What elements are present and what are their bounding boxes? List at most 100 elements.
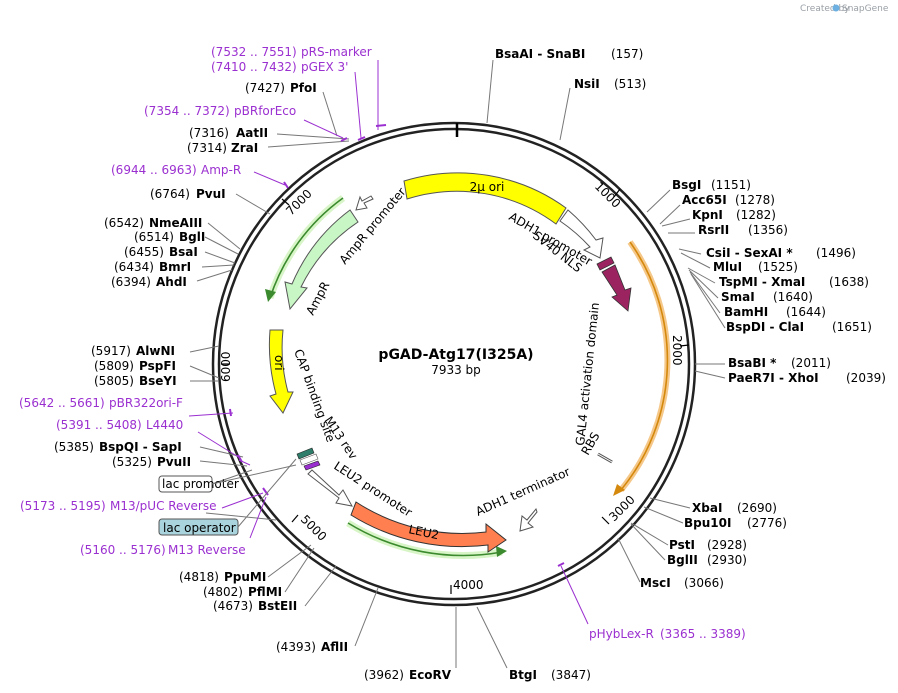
site-label: ZraI: [231, 141, 258, 155]
tick-5000-mark: [291, 514, 299, 523]
site-label: PpuMI: [224, 570, 266, 584]
svg-text:(2928): (2928): [707, 538, 747, 552]
site-label: PvuII: [157, 455, 191, 469]
gal4-highlight: [618, 240, 671, 492]
svg-text:(1651): (1651): [832, 320, 872, 334]
svg-text:(5805): (5805): [94, 374, 134, 388]
site-label: BmrI: [159, 260, 191, 274]
lac-promoter-feature[interactable]: [299, 453, 319, 466]
svg-text:(5385): (5385): [54, 440, 94, 454]
tick-1000-mark: [613, 188, 621, 198]
svg-text:(4393): (4393): [276, 640, 316, 654]
svg-text:(513): (513): [614, 77, 646, 91]
svg-text:(5809): (5809): [94, 359, 134, 373]
site-label: AhdI: [156, 275, 187, 289]
leu2-feature[interactable]: [350, 501, 507, 553]
svg-text:(1525): (1525): [758, 260, 798, 274]
svg-text:(6455): (6455): [124, 245, 164, 259]
svg-text:(6944 .. 6963): (6944 .. 6963): [111, 163, 197, 177]
svg-text:(4818): (4818): [179, 570, 219, 584]
site-label: AflII: [321, 640, 348, 654]
primer-label: pBRforEco: [234, 104, 296, 118]
gal4-line: [620, 241, 669, 491]
adh1-terminator-feature[interactable]: [519, 507, 538, 532]
lac-operator-label: lac operator: [163, 521, 236, 535]
ampr-label: AmpR: [303, 279, 332, 317]
svg-text:(5160 .. 5176): (5160 .. 5176): [80, 543, 166, 557]
site-label: BtgI: [509, 668, 537, 682]
ori-feature[interactable]: [268, 329, 294, 414]
site-label: MluI: [713, 260, 742, 274]
tick-7000-mark: [281, 198, 290, 206]
svg-text:(2690): (2690): [737, 501, 777, 515]
svg-text:(5391 .. 5408): (5391 .. 5408): [56, 418, 142, 432]
ampr-promoter-feature[interactable]: [355, 195, 374, 211]
site-label: BseYI: [139, 374, 177, 388]
primer-labels: (7532 .. 7551) pRS-marker (7410 .. 7432)…: [19, 45, 746, 641]
primer-label: pHybLex-R: [589, 627, 654, 641]
ampr-line: [269, 197, 344, 299]
lac-promoter-label: lac promoter: [162, 477, 239, 491]
svg-text:(5642 .. 5661): (5642 .. 5661): [19, 396, 105, 410]
site-label: BglII: [667, 553, 698, 567]
tick-6000: 6000: [219, 351, 233, 382]
svg-text:(6394): (6394): [111, 275, 151, 289]
site-label: BspQI - SapI: [99, 440, 182, 454]
leu2-promoter-label: LEU2 promoter: [331, 459, 414, 520]
cap-site-label: CAP binding site: [291, 347, 338, 444]
leu2-promoter-feature[interactable]: [307, 469, 353, 507]
primer-label: M13/pUC Reverse: [110, 499, 217, 513]
svg-text:(2011): (2011): [791, 356, 831, 370]
svg-text:(1496): (1496): [816, 246, 856, 260]
snapgene-logo: SnapGene: [842, 4, 889, 14]
sv40-nls-feature[interactable]: [596, 256, 615, 271]
site-label: BsgI: [672, 178, 701, 192]
svg-text:(6514): (6514): [134, 230, 174, 244]
gal4-domain-arrow[interactable]: [601, 264, 632, 312]
snapgene-logo-icon: [832, 4, 840, 12]
site-label: TspMI - XmaI: [719, 275, 805, 289]
tick-3000-mark: [601, 516, 610, 525]
tick-3000: 3000: [606, 493, 637, 524]
svg-text:(5325): (5325): [112, 455, 152, 469]
site-label: PflMI: [248, 585, 282, 599]
adh1-promoter-feature[interactable]: [559, 209, 604, 259]
primer-leaders: [188, 60, 589, 625]
ampr-feature[interactable]: [284, 209, 359, 311]
primer-marks: [229, 124, 565, 567]
site-label: MscI: [640, 576, 671, 590]
plasmid-title: pGAD-Atg17(I325A): [378, 347, 533, 363]
svg-text:(4802): (4802): [203, 585, 243, 599]
gal4-label: GAL4 activation domain: [573, 302, 602, 447]
backbone-inner: [217, 127, 691, 601]
svg-text:(6542): (6542): [104, 216, 144, 230]
svg-text:(157): (157): [611, 47, 643, 61]
right-site-labels: BsaAI - SnaBI (157) NsiI (513) BsgI (115…: [364, 47, 886, 682]
svg-text:(3962): (3962): [364, 668, 404, 682]
site-label: PaeR7I - XhoI: [728, 371, 819, 385]
two-mu-ori-feature[interactable]: [403, 172, 567, 225]
svg-text:(3365 .. 3389): (3365 .. 3389): [660, 627, 746, 641]
site-label: BsaI: [169, 245, 198, 259]
left-leaders: [189, 91, 379, 647]
svg-text:(6764): (6764): [150, 187, 190, 201]
site-label: PspFI: [139, 359, 176, 373]
site-label: CsiI - SexAI *: [706, 246, 793, 260]
svg-text:(1278): (1278): [735, 193, 775, 207]
lac-operator-feature[interactable]: [296, 447, 315, 460]
site-label: BstEII: [258, 599, 297, 613]
tick-4000: 4000: [453, 578, 484, 592]
site-label: BglI: [179, 230, 205, 244]
svg-text:(7410 .. 7432): (7410 .. 7432): [211, 60, 297, 74]
svg-text:(1644): (1644): [786, 305, 826, 319]
primer-label: pRS-marker: [301, 45, 372, 59]
m13-rev-feature[interactable]: [303, 460, 321, 471]
site-label: KpnI: [692, 208, 723, 222]
site-label: BsaAI - SnaBI: [495, 47, 585, 61]
ampr-highlight: [266, 195, 346, 300]
svg-text:(3066): (3066): [684, 576, 724, 590]
site-label: AatII: [236, 126, 268, 140]
site-label: PvuI: [196, 187, 226, 201]
svg-text:(7532 .. 7551): (7532 .. 7551): [211, 45, 297, 59]
